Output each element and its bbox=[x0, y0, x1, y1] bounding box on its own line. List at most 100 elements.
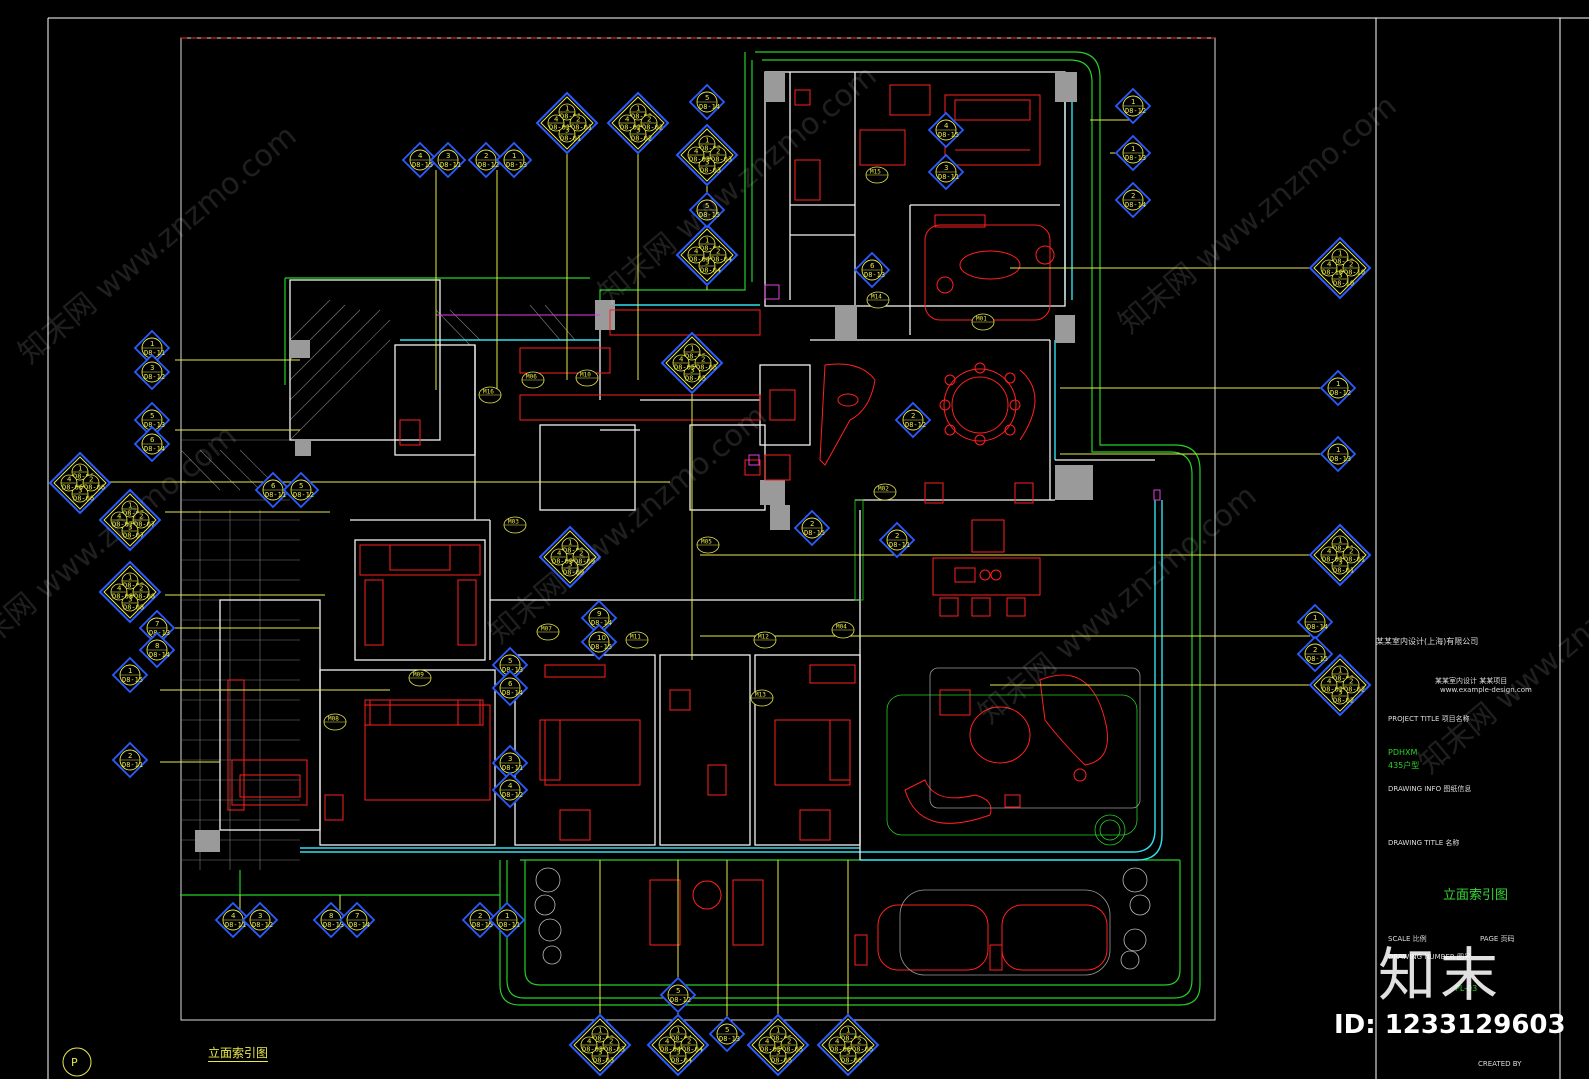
single-marker-17: 1D8-12 bbox=[1114, 87, 1152, 125]
marker-number: 2 bbox=[1131, 192, 1135, 200]
single-marker-18: 1D8-13 bbox=[1114, 134, 1152, 172]
tb-company-sub: 某某室内设计 某某项目 bbox=[1435, 677, 1508, 685]
marker-number: 4 bbox=[554, 116, 559, 124]
marker-number: 2 bbox=[895, 532, 899, 540]
single-marker-22: 1D8-12 bbox=[1319, 369, 1357, 407]
marker-sheet-label: D8-13 bbox=[1125, 154, 1146, 162]
single-marker-15: 1D8-15 bbox=[111, 656, 149, 694]
marker-sheet-label: D8-04 bbox=[711, 256, 732, 264]
single-marker-43: 6D8-13 bbox=[853, 251, 891, 289]
tb-drawing-title-cn: 立面索引图 bbox=[1443, 888, 1509, 903]
marker-sheet-label: D8-09 bbox=[552, 558, 573, 566]
marker-sheet-label: D8-08 bbox=[123, 604, 144, 612]
marker-number: 5 bbox=[508, 657, 512, 665]
terrace-planting bbox=[534, 867, 1151, 970]
marker-sheet-label: D8-03 bbox=[582, 1046, 603, 1054]
door-tag-m10: M10 bbox=[575, 369, 599, 387]
marker-sheet-label: D8-02 bbox=[620, 124, 641, 132]
marker-number: 3 bbox=[690, 367, 694, 375]
marker-number: 1 bbox=[150, 340, 154, 348]
marker-number: 3 bbox=[1338, 689, 1342, 697]
index-markers: 1D8-012D8-013D8-014D8-011D8-022D8-023D8-… bbox=[48, 83, 1372, 1077]
marker-number: 3 bbox=[128, 524, 132, 532]
marker-sheet-label: D8-14 bbox=[502, 689, 523, 697]
marker-number: 6 bbox=[150, 436, 155, 444]
marker-number: 1 bbox=[1338, 667, 1342, 675]
marker-sheet-label: D8-05 bbox=[696, 364, 717, 372]
marker-number: 4 bbox=[508, 782, 513, 790]
tb-project-title-label-text: PROJECT TITLE bbox=[1388, 715, 1440, 723]
single-marker-27: 3D8-12 bbox=[241, 901, 279, 939]
door-tag-m08: M08 bbox=[323, 713, 347, 731]
marker-number: 8 bbox=[329, 912, 333, 920]
marker-number: 1 bbox=[128, 502, 132, 510]
tb-company-sub2: www.example-design.com bbox=[1440, 686, 1532, 694]
marker-number: 2 bbox=[857, 1038, 861, 1046]
marker-number: 1 bbox=[776, 1027, 780, 1035]
site-boundary bbox=[180, 37, 1216, 1021]
marker-sheet-label: D8-02 bbox=[642, 124, 663, 132]
tb-scale-label: SCALE bbox=[1388, 935, 1411, 943]
marker-sheet-label: D8-06 bbox=[852, 1046, 873, 1054]
marker-number: 3 bbox=[705, 259, 709, 267]
marker-number: 1 bbox=[1131, 145, 1135, 153]
door-tag-label: M16 bbox=[483, 389, 494, 396]
marker-number: 1 bbox=[705, 237, 709, 245]
tb-project-code: PDHXM bbox=[1388, 748, 1418, 757]
marker-sheet-label: D8-10 bbox=[1333, 280, 1354, 288]
marker-number: 1 bbox=[78, 465, 82, 473]
marker-sheet-label: D8-09 bbox=[563, 569, 584, 577]
marker-sheet-label: D8-05 bbox=[771, 1035, 792, 1043]
single-marker-13: 7D8-13 bbox=[138, 609, 176, 647]
marker-number: 1 bbox=[128, 667, 132, 675]
door-tag-label: M15 bbox=[870, 169, 881, 176]
marker-sheet-label: D8-14 bbox=[1307, 623, 1328, 631]
marker-sheet-label: D8-08 bbox=[123, 582, 144, 590]
marker-sheet-label: D8-05 bbox=[685, 375, 706, 383]
marker-number: 4 bbox=[231, 912, 236, 920]
marker-sheet-label: D8-12 bbox=[478, 161, 499, 169]
tb-project-type: 435户型 bbox=[1388, 761, 1420, 770]
marker-number: 1 bbox=[705, 137, 709, 145]
tb-drawing-title-value: 名称 bbox=[1445, 839, 1460, 847]
marker-sheet-label: D8-15 bbox=[1307, 655, 1328, 663]
tb-page: PAGE 页码 bbox=[1480, 934, 1515, 944]
watermark-id: ID: 1233129603 bbox=[1334, 1010, 1566, 1040]
marker-sheet-label: D8-12 bbox=[293, 491, 314, 499]
marker-number: 1 bbox=[676, 1027, 680, 1035]
door-tag-label: M05 bbox=[701, 539, 712, 546]
marker-number: 1 bbox=[1338, 537, 1342, 545]
tb-drawing-title-label: DRAWING TITLE 名称 bbox=[1388, 838, 1459, 848]
marker-number: 4 bbox=[1327, 261, 1332, 269]
marker-number: 7 bbox=[155, 620, 159, 628]
door-tag-m01: M01 bbox=[971, 313, 995, 331]
marker-sheet-label: D8-06 bbox=[62, 484, 83, 492]
marker-sheet-label: D8-02 bbox=[631, 113, 652, 121]
marker-sheet-label: D8-06 bbox=[73, 495, 94, 503]
marker-number: 10 bbox=[597, 634, 606, 642]
tb-drawing-title-label-text: DRAWING TITLE bbox=[1388, 839, 1444, 847]
tb-page-label: PAGE bbox=[1480, 935, 1499, 943]
marker-number: 8 bbox=[155, 642, 159, 650]
marker-number: 4 bbox=[694, 248, 699, 256]
single-marker-33: 5D8-13 bbox=[708, 1015, 746, 1053]
tb-page-value: 页码 bbox=[1500, 935, 1515, 943]
marker-number: 2 bbox=[609, 1038, 613, 1046]
door-tag-m04: M04 bbox=[831, 621, 855, 639]
marker-number: 1 bbox=[1338, 250, 1342, 258]
marker-sheet-label: D8-03 bbox=[593, 1057, 614, 1065]
marker-number: 4 bbox=[418, 152, 423, 160]
marker-number: 6 bbox=[271, 482, 276, 490]
marker-sheet-label: D8-05 bbox=[782, 1046, 803, 1054]
door-tag-label: M03 bbox=[508, 519, 519, 526]
marker-number: 2 bbox=[139, 513, 143, 521]
marker-sheet-label: D8-06 bbox=[830, 1046, 851, 1054]
marker-number: 1 bbox=[568, 539, 572, 547]
section-mark: P bbox=[62, 1047, 92, 1077]
marker-number: 2 bbox=[576, 116, 580, 124]
marker-sheet-label: D8-14 bbox=[699, 103, 720, 111]
marker-number: 4 bbox=[944, 122, 949, 130]
marker-sheet-label: D8-12 bbox=[502, 791, 523, 799]
